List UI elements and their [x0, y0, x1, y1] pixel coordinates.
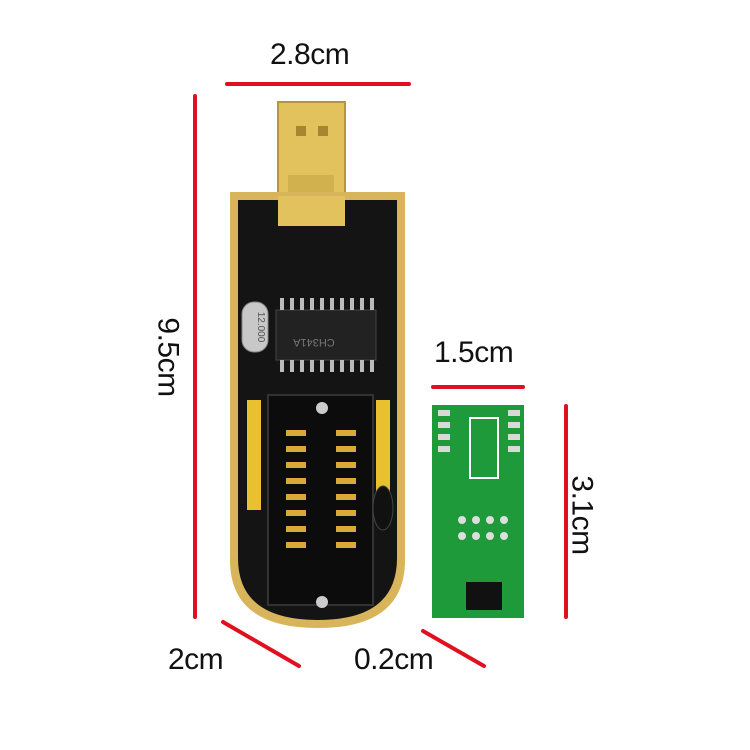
thickness-line	[221, 620, 301, 668]
width-label: 2.8cm	[270, 38, 350, 71]
crystal-label: 12.000	[255, 312, 266, 343]
adapter-thickness-line	[421, 629, 486, 668]
zif-socket	[267, 394, 374, 606]
chip-label: CH341A	[293, 336, 335, 348]
adapter-width-label: 1.5cm	[434, 336, 514, 369]
adapter-length-label: 3.1cm	[565, 475, 599, 555]
usb-programmer-board: 12.000 CH341A	[230, 101, 405, 628]
jumper-cap	[372, 485, 394, 531]
ch341a-chip	[275, 309, 377, 361]
dimension-lines	[193, 82, 568, 668]
thickness-label: 2cm	[168, 643, 224, 676]
crystal	[241, 301, 269, 353]
sop8-adapter-board	[432, 405, 524, 618]
adapter-thickness-label: 0.2cm	[354, 643, 434, 676]
length-label: 9.5cm	[151, 317, 185, 397]
